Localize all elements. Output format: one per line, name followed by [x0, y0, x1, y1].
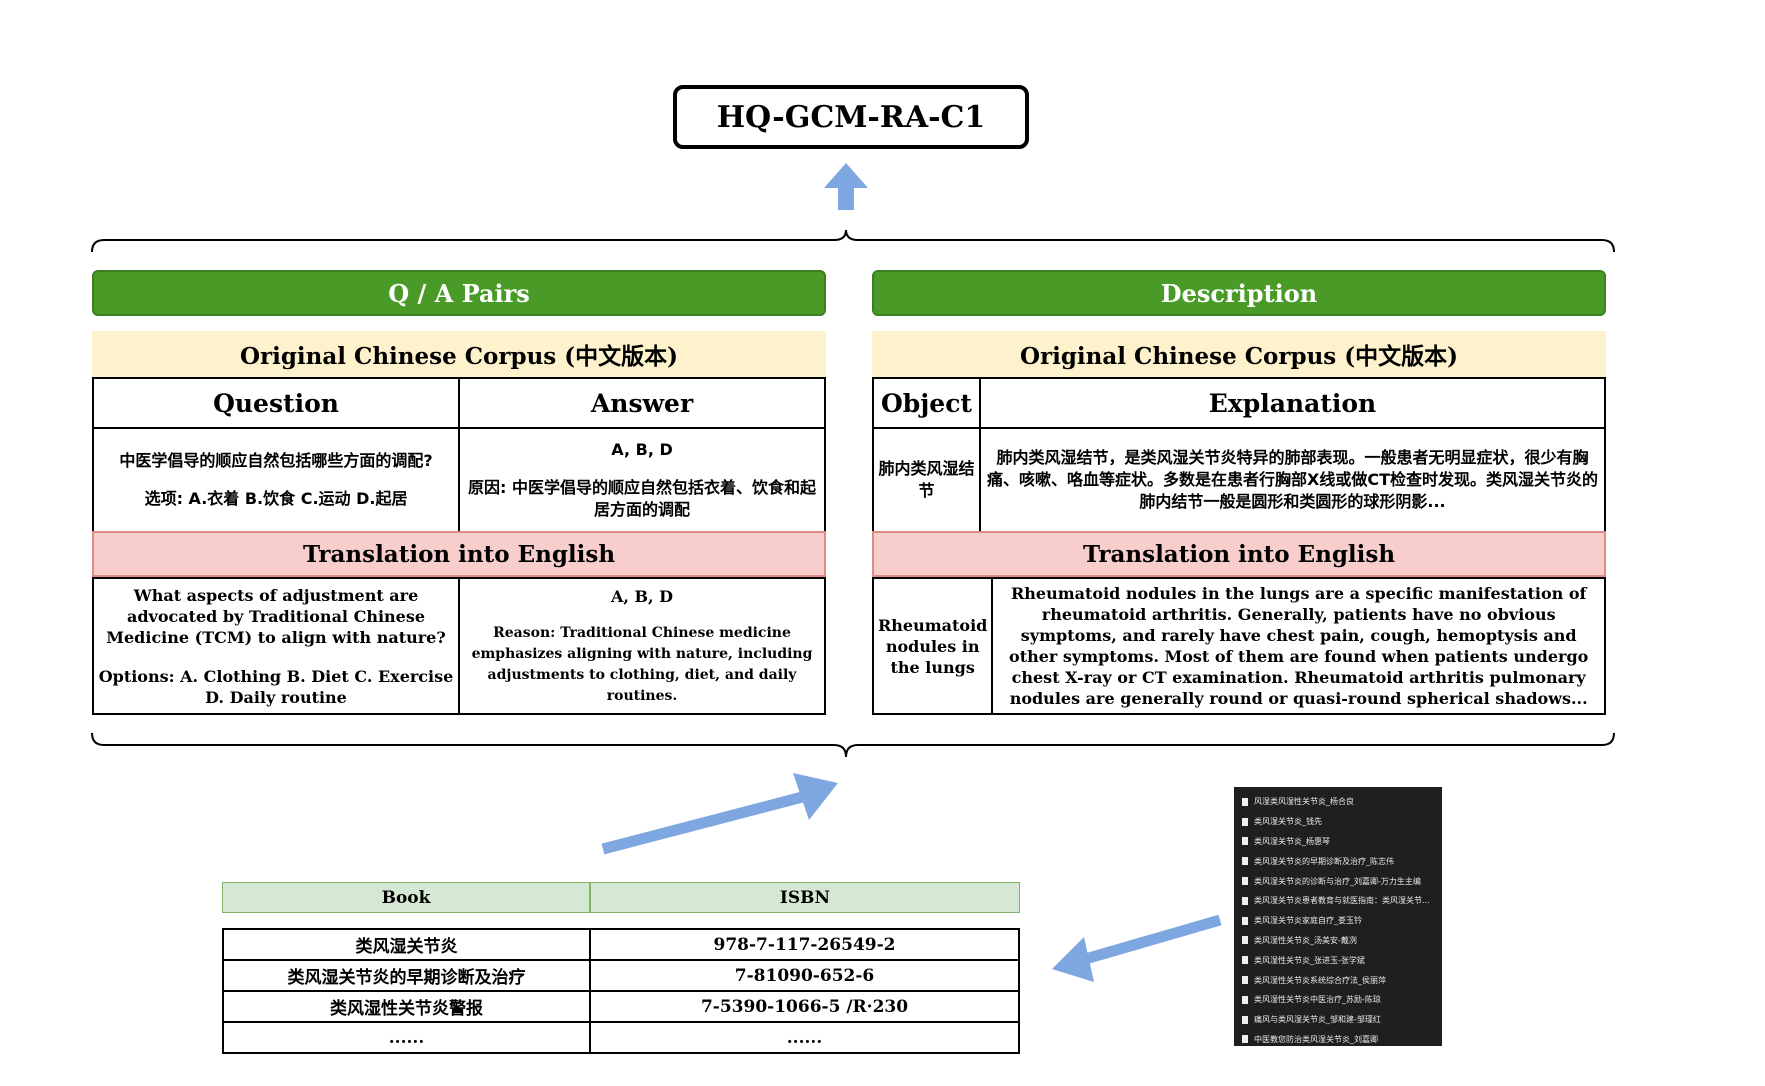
answer-column-header: Answer	[458, 377, 826, 429]
qa-chinese-table: Question Answer 中医学倡导的顺应自然包括哪些方面的调配? 选项:…	[91, 377, 826, 533]
desc-translation-label: Translation into English	[872, 531, 1606, 577]
list-item: 中医教您防治类风湿关节炎_刘嘉卿	[1242, 1030, 1442, 1050]
qa-pairs-header: Q / A Pairs	[92, 270, 826, 316]
pdf-file-icon	[1242, 896, 1248, 905]
table-row: 类风湿关节炎的早期诊断及治疗 7-81090-652-6	[221, 959, 1020, 992]
en-reason-text: Reason: Traditional Chinese medicine emp…	[471, 624, 813, 704]
en-explanation-cell: Rheumatoid nodules in the lungs are a sp…	[991, 577, 1606, 715]
list-item: 类风湿关节炎_杨惠琴	[1242, 832, 1442, 852]
cn-object-cell: 肺内类风湿结节	[872, 427, 981, 533]
list-item: 类风湿关节炎_钱先	[1242, 812, 1442, 832]
desc-corpus-label: Original Chinese Corpus (中文版本)	[872, 331, 1606, 377]
list-item: 痛风与类风湿关节炎_邹和建-邹瑾红	[1242, 1010, 1442, 1030]
cn-question-cell: 中医学倡导的顺应自然包括哪些方面的调配? 选项: A.衣着 B.饮食 C.运动 …	[91, 427, 461, 533]
pdf-file-icon	[1242, 837, 1248, 846]
desc-chinese-table: Object Explanation 肺内类风湿结节 肺内类风湿结节，是类风湿关…	[872, 377, 1607, 533]
qa-translation-label: Translation into English	[92, 531, 826, 577]
pdf-file-icon	[1242, 916, 1248, 925]
isbn-column-header: ISBN	[590, 882, 1020, 913]
right-diagonal-arrow-head	[1052, 937, 1094, 982]
pdf-file-icon	[1242, 1015, 1248, 1024]
left-diagonal-arrow-head	[793, 773, 838, 820]
right-diagonal-arrow-shaft	[1080, 914, 1222, 966]
book-isbn: 7-5390-1066-5 /R·230	[589, 990, 1020, 1023]
pdf-file-icon	[1242, 936, 1248, 945]
en-answer-cell: A, B, D Reason: Traditional Chinese medi…	[458, 577, 826, 715]
cn-question-text: 中医学倡导的顺应自然包括哪些方面的调配?	[119, 451, 433, 470]
explanation-column-header: Explanation	[978, 377, 1607, 429]
list-item: 类风湿关节炎患者教育与就医指南：类风湿关节...	[1242, 891, 1442, 911]
object-column-header: Object	[872, 377, 981, 429]
book-title: ......	[221, 1021, 592, 1054]
dataset-title: HQ-GCM-RA-C1	[673, 85, 1029, 149]
pdf-file-icon	[1242, 1035, 1248, 1044]
book-isbn: 7-81090-652-6	[589, 959, 1020, 992]
book-column-header: Book	[222, 882, 590, 913]
book-title: 类风湿性关节炎警报	[221, 990, 592, 1023]
table-row: 类风湿关节炎 978-7-117-26549-2	[221, 928, 1020, 961]
left-diagonal-arrow-shaft	[601, 789, 812, 855]
pdf-file-icon	[1242, 817, 1248, 826]
en-answer-text: A, B, D	[610, 586, 674, 606]
bottom-brace	[91, 732, 1615, 758]
cn-reason-text: 原因: 中医学倡导的顺应自然包括衣着、饮食和起居方面的调配	[468, 478, 817, 519]
pdf-file-icon	[1242, 797, 1248, 806]
top-brace	[91, 229, 1615, 253]
pdf-file-icon	[1242, 976, 1248, 985]
book-isbn: ......	[589, 1021, 1020, 1054]
book-title: 类风湿关节炎的早期诊断及治疗	[221, 959, 592, 992]
list-item: 类风湿性关节炎_张进玉-张学斌	[1242, 950, 1442, 970]
list-item: 类风湿关节炎家庭自疗_娄玉钤	[1242, 911, 1442, 931]
pdf-file-list: 风湿类风湿性关节炎_杨合良 类风湿关节炎_钱先 类风湿关节炎_杨惠琴 类风湿关节…	[1234, 787, 1442, 1046]
list-item: 类风湿关节炎的早期诊断及治疗_陈志伟	[1242, 851, 1442, 871]
en-question-cell: What aspects of adjustment are advocated…	[92, 577, 460, 715]
pdf-file-icon	[1242, 995, 1248, 1004]
qa-corpus-label: Original Chinese Corpus (中文版本)	[92, 331, 826, 377]
table-row: ...... ......	[221, 1021, 1020, 1054]
up-arrow	[824, 163, 868, 210]
cn-explanation-cell: 肺内类风湿结节，是类风湿关节炎特异的肺部表现。一般患者无明显症状，很少有胸痛、咳…	[978, 427, 1607, 533]
pdf-file-icon	[1242, 956, 1248, 965]
cn-options-text: 选项: A.衣着 B.饮食 C.运动 D.起居	[144, 489, 408, 508]
list-item: 类风湿性关节炎_汤美安-戴冽	[1242, 931, 1442, 951]
books-header-row: Book ISBN	[222, 882, 1020, 913]
books-table: 类风湿关节炎 978-7-117-26549-2 类风湿关节炎的早期诊断及治疗 …	[221, 928, 1020, 1054]
list-item: 类风湿性关节炎中医治疗_苏励-陈琼	[1242, 990, 1442, 1010]
list-item: 风湿类风湿性关节炎_杨合良	[1242, 792, 1442, 812]
en-options-text: Options: A. Clothing B. Diet C. Exercise…	[98, 666, 454, 707]
en-object-cell: Rheumatoid nodules in the lungs	[871, 577, 994, 715]
book-isbn: 978-7-117-26549-2	[589, 928, 1020, 961]
question-column-header: Question	[91, 377, 461, 429]
en-question-text: What aspects of adjustment are advocated…	[106, 585, 446, 647]
pdf-file-icon	[1242, 877, 1248, 886]
list-item: 类风湿关节炎的诊断与治疗_刘嘉卿-万力生主编	[1242, 871, 1442, 891]
book-title: 类风湿关节炎	[221, 928, 592, 961]
description-header: Description	[872, 270, 1606, 316]
list-item: 类风湿性关节炎系统综合疗法_侯丽萍	[1242, 970, 1442, 990]
table-row: 类风湿性关节炎警报 7-5390-1066-5 /R·230	[221, 990, 1020, 1023]
pdf-file-icon	[1242, 857, 1248, 866]
cn-answer-text: A, B, D	[611, 440, 673, 459]
cn-answer-cell: A, B, D 原因: 中医学倡导的顺应自然包括衣着、饮食和起居方面的调配	[458, 427, 826, 533]
desc-english-table: Rheumatoid nodules in the lungs Rheumato…	[871, 577, 1606, 715]
qa-english-table: What aspects of adjustment are advocated…	[92, 577, 826, 715]
